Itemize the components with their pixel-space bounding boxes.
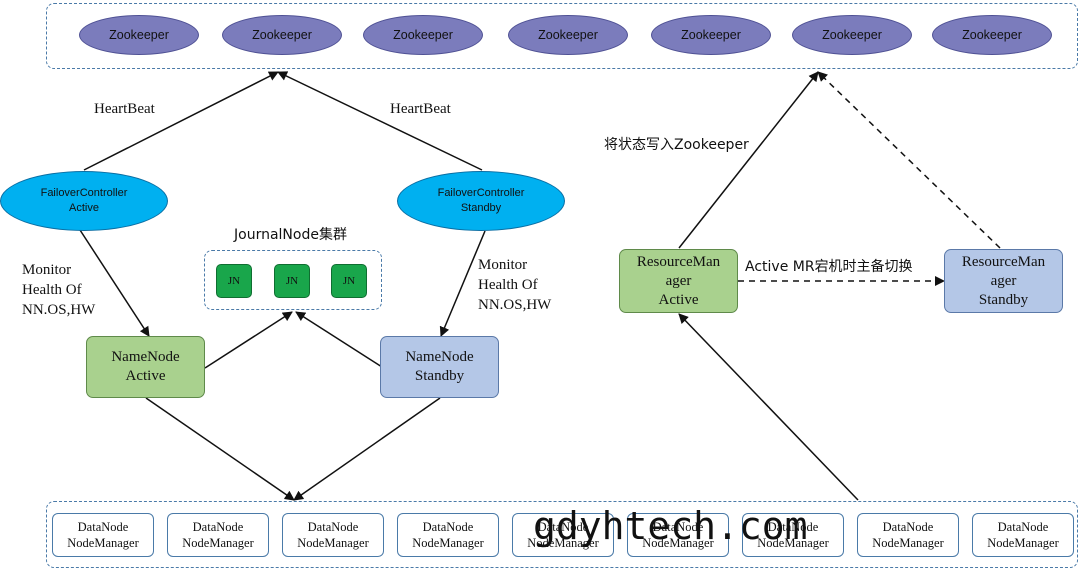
arrow-datanodes-to-rm-active — [678, 313, 859, 501]
journal-cluster — [204, 250, 382, 310]
nodemanager-label: NodeManager — [757, 536, 829, 550]
datanode-label: DataNode — [537, 520, 589, 534]
namenode-active: NameNode Active — [86, 336, 205, 398]
monitor-label-right: Monitor Health Of NN.OS,HW — [478, 255, 551, 315]
failover-controller-standby: FailoverController Standby — [397, 171, 565, 231]
arrow-namenode-active-to-datanodes — [145, 397, 295, 501]
datanode-box: DataNode NodeManager — [627, 513, 729, 557]
rm-standby-line1: ResourceMan — [961, 253, 1046, 270]
rm-active-line1: ResourceMan — [636, 253, 721, 270]
namenode-standby-line1: NameNode — [405, 349, 474, 365]
datanode-label: DataNode — [767, 520, 819, 534]
zookeeper-cluster — [46, 3, 1078, 69]
datanode-box: DataNode NodeManager — [857, 513, 959, 557]
datanode-cluster — [46, 501, 1078, 568]
resource-manager-standby: ResourceMan ager Standby — [944, 249, 1063, 313]
nodemanager-label: NodeManager — [182, 536, 254, 550]
arrow-fc-active-to-namenode — [79, 229, 150, 337]
datanode-box: DataNode NodeManager — [742, 513, 844, 557]
watermark-text: gdyhtech.com — [533, 504, 808, 548]
journal-node: JN — [331, 264, 367, 298]
datanode-label: DataNode — [422, 520, 474, 534]
heartbeat-label-right: HeartBeat — [390, 101, 451, 117]
namenode-standby-line2: Standby — [414, 368, 465, 384]
zookeeper-node: Zookeeper — [363, 15, 483, 55]
journal-node: JN — [274, 264, 310, 298]
datanode-box: DataNode NodeManager — [282, 513, 384, 557]
monitor-left-line2: Health Of — [22, 282, 82, 298]
namenode-active-line2: Active — [125, 368, 166, 384]
datanode-label: DataNode — [997, 520, 1049, 534]
arrow-fc-standby-to-namenode — [439, 230, 486, 337]
arrow-namenode-standby-to-journal — [295, 311, 383, 368]
zookeeper-node: Zookeeper — [222, 15, 342, 55]
datanode-label: DataNode — [652, 520, 704, 534]
arrow-fc-standby-to-zookeeper — [277, 71, 483, 171]
monitor-right-line2: Health Of — [478, 277, 538, 293]
rm-standby-line2: ager — [990, 272, 1017, 289]
resource-manager-active: ResourceMan ager Active — [619, 249, 738, 313]
nodemanager-label: NodeManager — [987, 536, 1059, 550]
arrow-rm-standby-to-zookeeper — [817, 71, 1001, 249]
arrow-namenode-standby-to-datanodes — [293, 397, 441, 501]
zookeeper-node: Zookeeper — [508, 15, 628, 55]
monitor-left-line3: NN.OS,HW — [22, 302, 96, 318]
zookeeper-node: Zookeeper — [651, 15, 771, 55]
arrow-rm-active-to-zookeeper — [678, 71, 819, 249]
monitor-label-left: Monitor Health Of NN.OS,HW — [22, 260, 95, 320]
monitor-right-line1: Monitor — [478, 257, 528, 273]
failover-controller-active: FailoverController Active — [0, 171, 168, 231]
failover-active-line1: FailoverController — [40, 187, 128, 199]
datanode-label: DataNode — [77, 520, 129, 534]
journal-cluster-title: JournalNode集群 — [234, 227, 347, 243]
monitor-right-line3: NN.OS,HW — [478, 297, 552, 313]
datanode-box: DataNode NodeManager — [52, 513, 154, 557]
heartbeat-label-left: HeartBeat — [94, 101, 155, 117]
rm-active-line2: ager — [665, 272, 692, 289]
nodemanager-label: NodeManager — [872, 536, 944, 550]
arrow-fc-active-to-zookeeper — [83, 71, 279, 171]
datanode-box: DataNode NodeManager — [972, 513, 1074, 557]
nodemanager-label: NodeManager — [67, 536, 139, 550]
datanode-box: DataNode NodeManager — [397, 513, 499, 557]
write-state-label: 将状态写入Zookeeper — [604, 137, 749, 153]
datanode-label: DataNode — [307, 520, 359, 534]
zookeeper-node: Zookeeper — [79, 15, 199, 55]
nodemanager-label: NodeManager — [642, 536, 714, 550]
namenode-standby: NameNode Standby — [380, 336, 499, 398]
nodemanager-label: NodeManager — [527, 536, 599, 550]
monitor-left-line1: Monitor — [22, 262, 72, 278]
failover-standby-line1: FailoverController — [437, 187, 525, 199]
failover-standby-line2: Standby — [460, 202, 502, 214]
zookeeper-node: Zookeeper — [792, 15, 912, 55]
datanode-box: DataNode NodeManager — [167, 513, 269, 557]
rm-active-line3: Active — [658, 291, 699, 308]
rm-standby-line3: Standby — [978, 291, 1029, 308]
datanode-label: DataNode — [882, 520, 934, 534]
datanode-label: DataNode — [192, 520, 244, 534]
nodemanager-label: NodeManager — [412, 536, 484, 550]
switch-label: Active MR宕机时主备切换 — [745, 259, 913, 275]
nodemanager-label: NodeManager — [297, 536, 369, 550]
zookeeper-node: Zookeeper — [932, 15, 1052, 55]
datanode-box: DataNode NodeManager — [512, 513, 614, 557]
failover-active-line2: Active — [69, 202, 99, 214]
arrow-namenode-active-to-journal — [204, 311, 293, 369]
namenode-active-line1: NameNode — [111, 349, 180, 365]
journal-node: JN — [216, 264, 252, 298]
